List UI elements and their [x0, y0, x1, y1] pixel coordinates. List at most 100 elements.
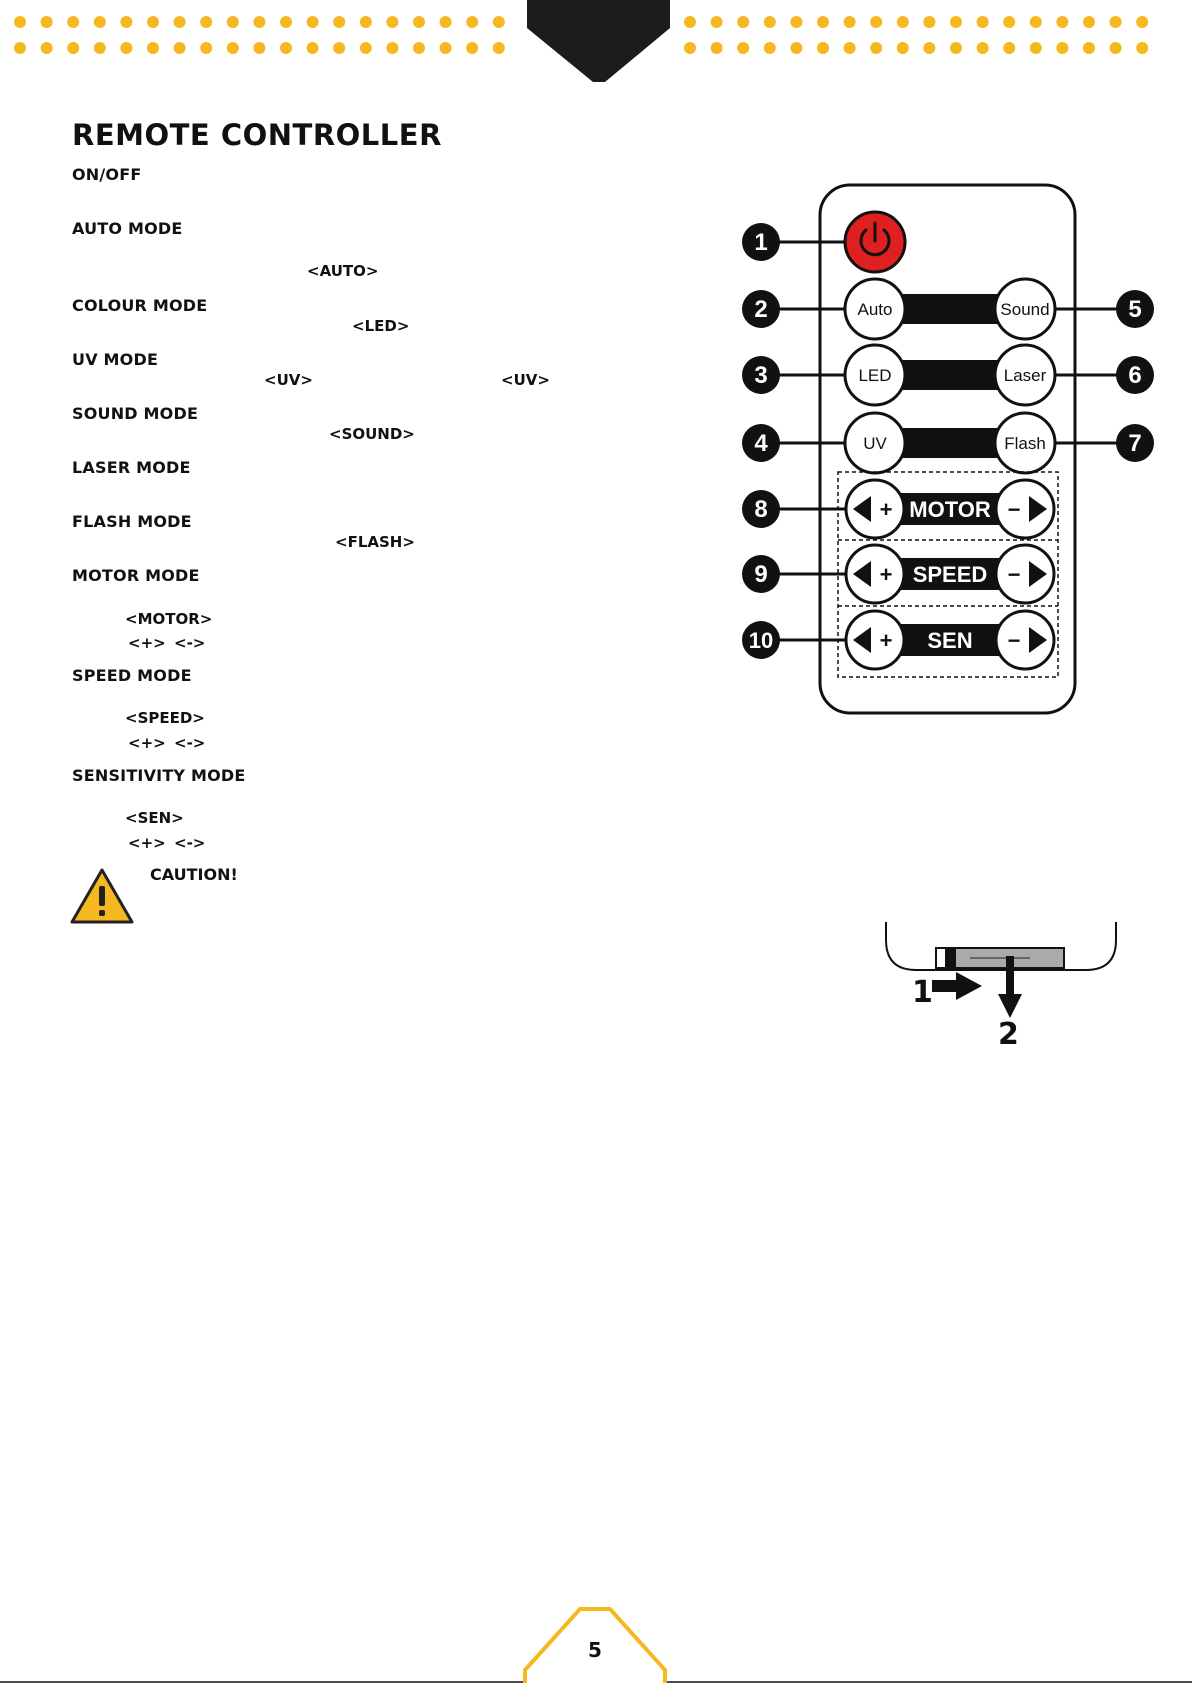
speed-plus-button[interactable] — [844, 543, 906, 605]
header-dot — [173, 16, 186, 28]
header-dot — [359, 16, 372, 28]
mode-flash: FLASH MODE — [72, 512, 192, 531]
token-speed-plus: <+> — [128, 734, 166, 752]
header-dot — [386, 16, 399, 28]
laser-button[interactable] — [993, 343, 1057, 407]
token-led: <LED> — [352, 317, 410, 335]
header-dot — [147, 16, 159, 28]
header-dot — [466, 42, 479, 54]
right-arrow-icon — [1029, 627, 1047, 653]
header-dot — [14, 42, 26, 54]
header-dot — [306, 16, 319, 28]
arrow-down-icon — [998, 956, 1022, 1018]
mode-sound: SOUND MODE — [72, 404, 199, 423]
header-dot — [492, 42, 505, 54]
mode-uv: UV MODE — [72, 350, 159, 369]
header-dot — [817, 16, 829, 28]
mode-speed: SPEED MODE — [72, 666, 192, 685]
header-dot — [896, 16, 909, 28]
speed-plus-sign: + — [880, 562, 893, 587]
header-dot — [147, 42, 159, 54]
header-tab — [527, 0, 670, 82]
battery-step-2: 2 — [998, 1017, 1019, 1045]
callout-6: 6 — [1128, 362, 1141, 389]
header-dot — [173, 42, 186, 54]
sen-minus-button[interactable] — [994, 609, 1056, 671]
header-dot — [413, 42, 425, 54]
header-dot — [843, 16, 856, 28]
token-uv-2: <UV> — [501, 371, 550, 389]
callout-3: 3 — [754, 362, 767, 389]
token-motor-plus: <+> — [128, 634, 166, 652]
header-dot — [120, 16, 133, 28]
callout-2: 2 — [754, 296, 767, 323]
callout-9: 9 — [754, 561, 767, 588]
header-dot — [843, 42, 856, 54]
header-dot — [1083, 42, 1095, 54]
motor-row: + − MOTOR — [844, 478, 1056, 540]
flash-button-label: Flash — [1004, 434, 1046, 453]
speed-row: + − SPEED — [844, 543, 1056, 605]
header-dot — [817, 42, 829, 54]
header-dot — [1136, 42, 1149, 54]
header-dot — [1109, 42, 1122, 54]
header-dot — [790, 16, 803, 28]
header-dot — [67, 16, 80, 28]
laser-button-label: Laser — [1004, 366, 1047, 385]
header-dot — [67, 42, 80, 54]
header-dot — [359, 42, 372, 54]
header-dot — [439, 42, 452, 54]
left-arrow-icon — [853, 496, 871, 522]
header-dots-right — [684, 16, 1149, 54]
header-dot — [253, 42, 266, 54]
auto-button[interactable] — [843, 277, 907, 341]
led-button-label: LED — [858, 366, 891, 385]
header-dot — [40, 42, 53, 54]
uv-button-label: UV — [863, 434, 887, 453]
callout-1: 1 — [754, 229, 767, 256]
header-dot — [492, 16, 505, 28]
header-dot — [413, 16, 425, 28]
header-dot — [1056, 42, 1069, 54]
uv-button[interactable] — [843, 411, 907, 475]
mode-motor: MOTOR MODE — [72, 566, 200, 585]
motor-plus-button[interactable] — [844, 478, 906, 540]
header-dot — [93, 16, 106, 28]
arrow-right-icon — [932, 972, 982, 1000]
token-motor-minus: <-> — [174, 634, 206, 652]
left-arrow-icon — [853, 627, 871, 653]
header-dot — [923, 16, 936, 28]
sound-button-label: Sound — [1000, 300, 1049, 319]
header-dot — [280, 42, 292, 54]
flash-button[interactable] — [993, 411, 1057, 475]
callout-5: 5 — [1128, 296, 1141, 323]
header-dot — [1003, 16, 1016, 28]
mode-colour: COLOUR MODE — [72, 296, 208, 315]
callout-4: 4 — [754, 430, 768, 457]
led-button[interactable] — [843, 343, 907, 407]
token-speed: <SPEED> — [125, 709, 205, 727]
speed-minus-button[interactable] — [994, 543, 1056, 605]
header-dot — [1083, 16, 1095, 28]
sound-button[interactable] — [993, 277, 1057, 341]
header-dot — [1003, 42, 1016, 54]
callout-8: 8 — [754, 496, 767, 523]
token-sen-minus: <-> — [174, 834, 206, 852]
header-dot — [120, 42, 133, 54]
header-dot — [40, 16, 53, 28]
speed-minus-sign: − — [1008, 562, 1021, 587]
token-sen: <SEN> — [125, 809, 184, 827]
mode-on-off: ON/OFF — [72, 165, 142, 184]
header-dot — [1136, 16, 1149, 28]
callout-10: 10 — [749, 628, 773, 653]
header-dot — [923, 42, 936, 54]
token-speed-minus: <-> — [174, 734, 206, 752]
header-dot — [710, 42, 723, 54]
remote-controller-figure: 1 2 3 4 5 6 7 8 9 10 Auto Sound LED Lase… — [742, 183, 1154, 715]
sen-plus-button[interactable] — [844, 609, 906, 671]
token-motor: <MOTOR> — [125, 610, 213, 628]
sen-plus-sign: + — [880, 628, 893, 653]
motor-minus-button[interactable] — [994, 478, 1056, 540]
header-dot — [333, 16, 346, 28]
header-dot — [976, 42, 989, 54]
